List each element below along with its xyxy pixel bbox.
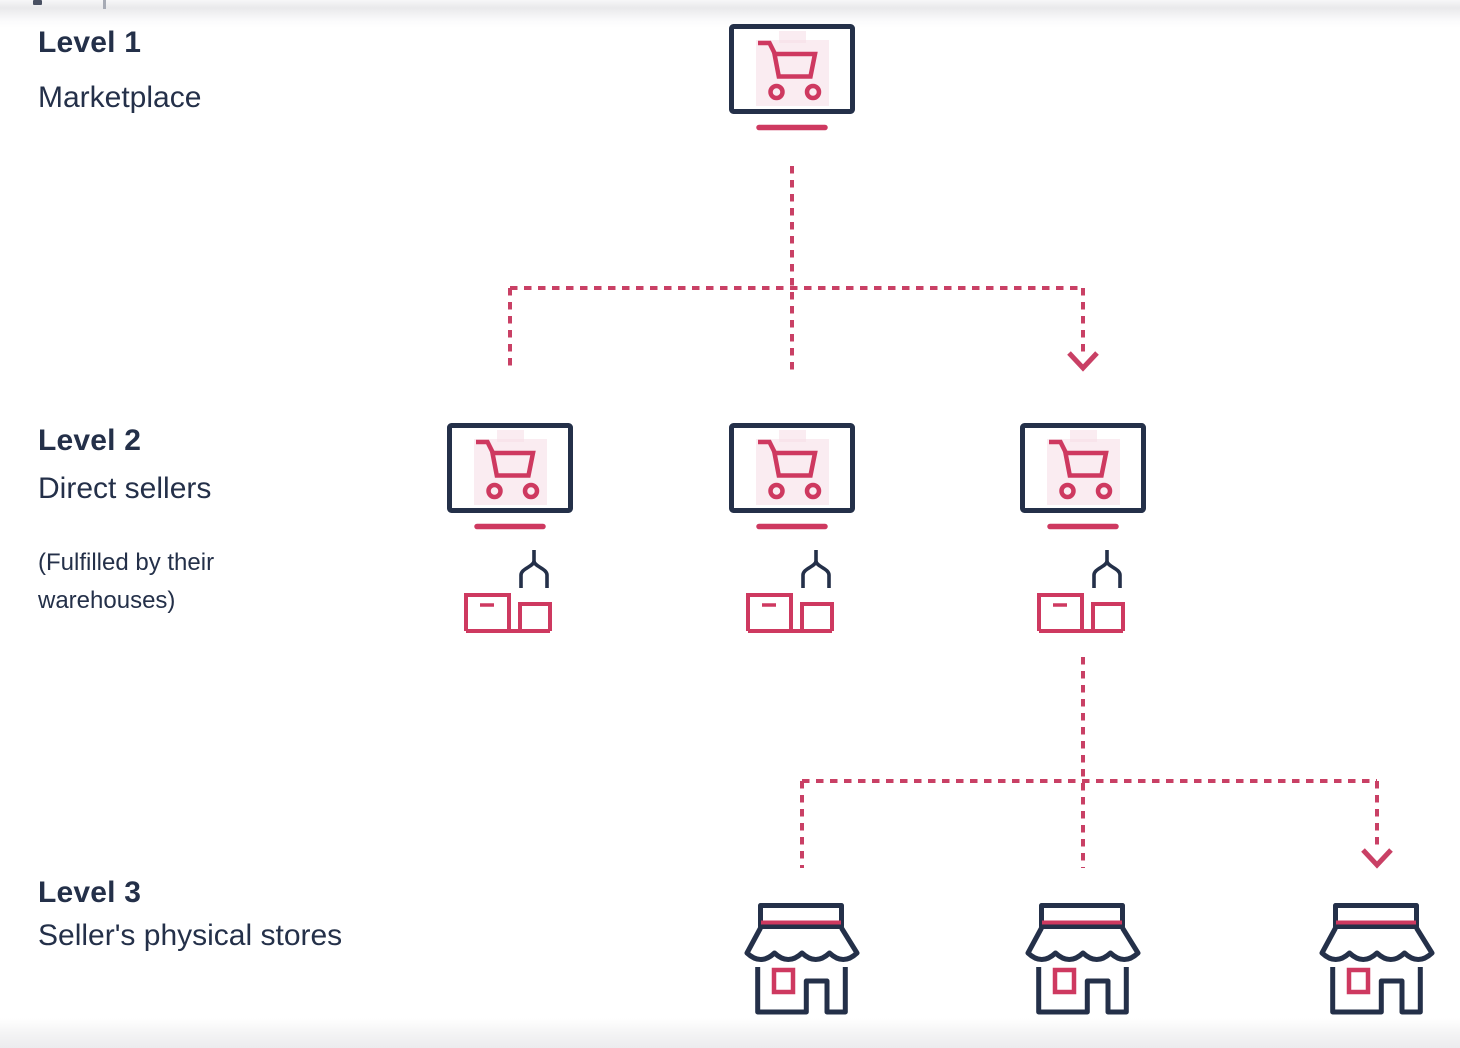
warehouse-boxes-icon [746, 593, 834, 633]
level-2-label-block: Level 2 Direct sellers (Fulfilled by the… [38, 424, 260, 620]
level-2-note: (Fulfilled by their warehouses) [38, 549, 215, 614]
level-1-subtitle: Marketplace [38, 80, 202, 114]
store-node-2 [1025, 903, 1141, 1015]
level-2-title: Level 2 [38, 424, 142, 457]
level-3-label-block: Level 3 Seller's physical stores [38, 876, 342, 953]
claw-fork-icon [519, 549, 549, 589]
down-arrowhead-icon [1067, 351, 1099, 372]
direct-seller-node-1 [447, 423, 573, 633]
down-arrowhead-icon [1361, 848, 1393, 869]
level-2-subtitle: Direct sellers [38, 471, 212, 505]
screenshot-crop-artifact [103, 0, 106, 9]
direct-seller-node-2 [729, 423, 855, 633]
marketplace-node [729, 24, 855, 132]
level1-to-level2-connector [508, 166, 1099, 372]
top-edge-gradient [0, 0, 1460, 28]
storefront-icon [747, 906, 857, 1013]
claw-fork-icon [801, 549, 831, 589]
warehouse-boxes-icon [464, 593, 552, 633]
level-3-title: Level 3 [38, 876, 142, 909]
claw-fork-icon [1092, 549, 1122, 589]
level-1-label-block: Level 1 Marketplace [38, 26, 201, 115]
level2-to-level3-connector [800, 657, 1393, 869]
level-1-title: Level 1 [38, 26, 142, 59]
store-node-1 [744, 903, 860, 1015]
level-3-subtitle: Seller's physical stores [38, 918, 343, 952]
storefront-icon [1322, 906, 1432, 1013]
screenshot-crop-artifact [33, 0, 42, 5]
monitor-cart-icon [1023, 426, 1144, 527]
storefront-icon [1028, 906, 1138, 1013]
warehouse-boxes-icon [1037, 593, 1125, 633]
store-node-3 [1319, 903, 1435, 1015]
bottom-edge-gradient [0, 1018, 1460, 1048]
monitor-cart-icon [732, 426, 853, 527]
direct-seller-node-3 [1020, 423, 1146, 633]
monitor-cart-icon [450, 426, 571, 527]
monitor-cart-icon [732, 27, 853, 128]
